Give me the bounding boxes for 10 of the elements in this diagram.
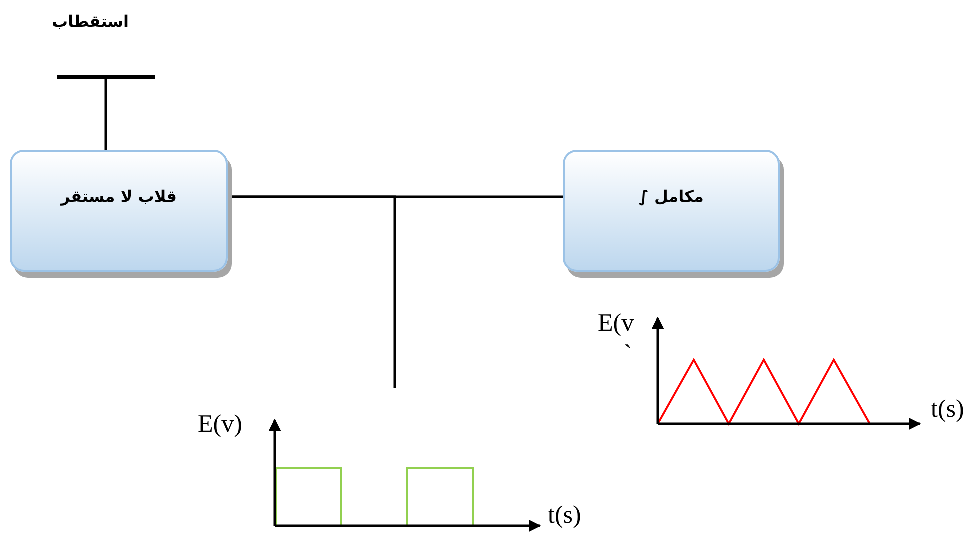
axis-label: E(v): [198, 412, 242, 437]
label-text: استقطاب: [52, 14, 129, 30]
connector-line: [104, 79, 108, 150]
axis-label: t(s): [931, 397, 964, 422]
axis-label: E(v: [598, 311, 634, 336]
bar-symbol: [57, 75, 155, 79]
axis-label: `: [624, 342, 632, 367]
box-label: قلاب لا مستقر: [61, 187, 177, 206]
box-label: مكامل ∫: [639, 187, 704, 206]
axis-label: t(s): [548, 503, 582, 528]
